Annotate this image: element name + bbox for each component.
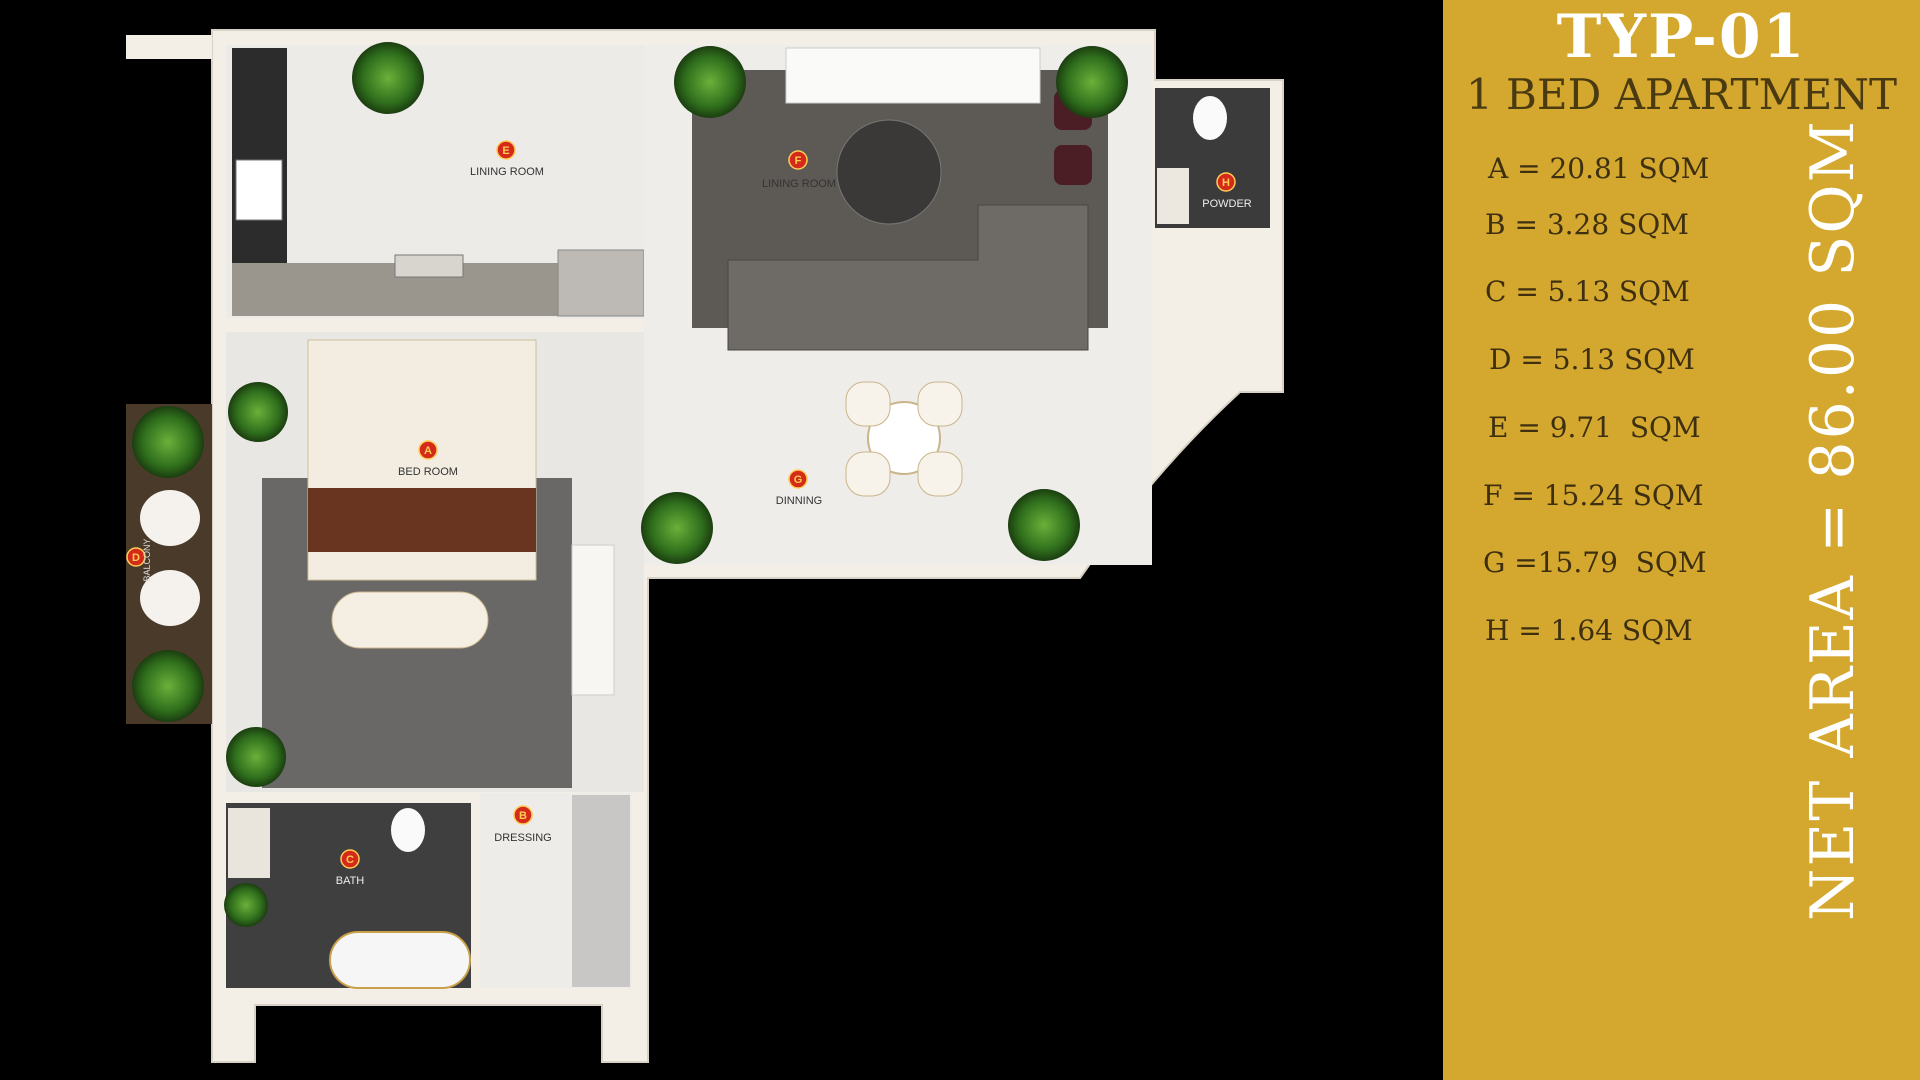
plant-icon	[674, 46, 746, 118]
net-area: NET AREA = 86.00 SQM	[1798, 118, 1868, 922]
area-a: A = 20.81 SQM	[1488, 152, 1710, 185]
powder-basin	[1157, 168, 1189, 224]
unit-type-title: TYP-01	[1556, 2, 1807, 72]
area-e: E = 9.71 SQM	[1488, 411, 1701, 444]
room-marker-h: H POWDER	[1202, 172, 1252, 210]
room-label-f: LINING ROOM	[762, 178, 836, 190]
bed-blanket	[308, 488, 536, 552]
info-panel: TYP-01 1 BED APARTMENT A = 20.81 SQM B =…	[1443, 0, 1920, 1080]
room-label-a: BED ROOM	[398, 466, 458, 478]
area-f: F = 15.24 SQM	[1483, 479, 1704, 512]
area-b: B = 3.28 SQM	[1485, 208, 1689, 241]
powder-toilet	[1193, 96, 1227, 140]
area-h: H = 1.64 SQM	[1485, 614, 1693, 647]
sink	[235, 159, 283, 221]
room-marker-h-letter: H	[1222, 177, 1230, 189]
plant-icon	[641, 492, 713, 564]
armchair-2	[1054, 145, 1092, 185]
room-marker-d: D BALCONY	[126, 538, 152, 582]
room-label-g: DINNING	[776, 495, 822, 507]
sofa	[727, 204, 1089, 351]
coffee-table	[836, 119, 942, 225]
room-marker-b: B DRESSING	[494, 805, 552, 844]
plant-icon	[226, 727, 286, 787]
room-marker-a: A BED ROOM	[398, 440, 458, 478]
plant-icon	[1056, 46, 1128, 118]
stove	[394, 254, 464, 278]
room-marker-f-letter: F	[795, 155, 802, 167]
dining-chair-3	[845, 451, 891, 497]
plant-icon	[352, 42, 424, 114]
dining-chair-4	[917, 451, 963, 497]
room-marker-e-letter: E	[502, 145, 509, 157]
plant-icon	[224, 883, 268, 927]
area-g: G =15.79 SQM	[1483, 546, 1707, 579]
plant-icon	[132, 406, 204, 478]
dressing-closet	[572, 795, 630, 987]
bathtub	[329, 931, 471, 989]
room-label-b: DRESSING	[494, 832, 551, 844]
plant-icon	[228, 382, 288, 442]
room-marker-c: C BATH	[336, 849, 365, 887]
bath-toilet	[391, 808, 425, 852]
dining-chair-2	[917, 381, 963, 427]
area-d: D = 5.13 SQM	[1489, 343, 1695, 376]
room-marker-d-letter: D	[132, 552, 140, 564]
room-marker-c-letter: C	[346, 854, 354, 866]
kitchen-counter-left	[232, 48, 287, 263]
room-label-h: POWDER	[1202, 198, 1252, 210]
balcony-chair-1	[140, 490, 200, 546]
dining-chair-1	[845, 381, 891, 427]
room-marker-a-letter: A	[424, 445, 432, 457]
bench	[331, 591, 489, 649]
wall-stub	[126, 35, 212, 59]
room-marker-f: F LINING ROOM	[762, 150, 836, 190]
room-label-d: BALCONY	[142, 538, 152, 581]
fridge	[557, 249, 645, 317]
tv-console	[785, 47, 1041, 104]
room-marker-g-letter: G	[794, 474, 803, 486]
room-marker-b-letter: B	[519, 810, 527, 822]
balcony-chair-2	[140, 570, 200, 626]
area-c: C = 5.13 SQM	[1485, 275, 1690, 308]
room-marker-e: E LINING ROOM	[470, 140, 544, 178]
unit-subtitle: 1 BED APARTMENT	[1465, 70, 1897, 119]
bath-basin	[228, 808, 270, 878]
wardrobe	[571, 544, 615, 696]
plant-icon	[1008, 489, 1080, 561]
floor-plan: E LINING ROOM F LINING ROOM H POWDER A B…	[126, 29, 1284, 1063]
room-marker-g: G DINNING	[776, 469, 822, 507]
room-label-e: LINING ROOM	[470, 166, 544, 178]
plant-icon	[132, 650, 204, 722]
room-label-c: BATH	[336, 875, 365, 887]
